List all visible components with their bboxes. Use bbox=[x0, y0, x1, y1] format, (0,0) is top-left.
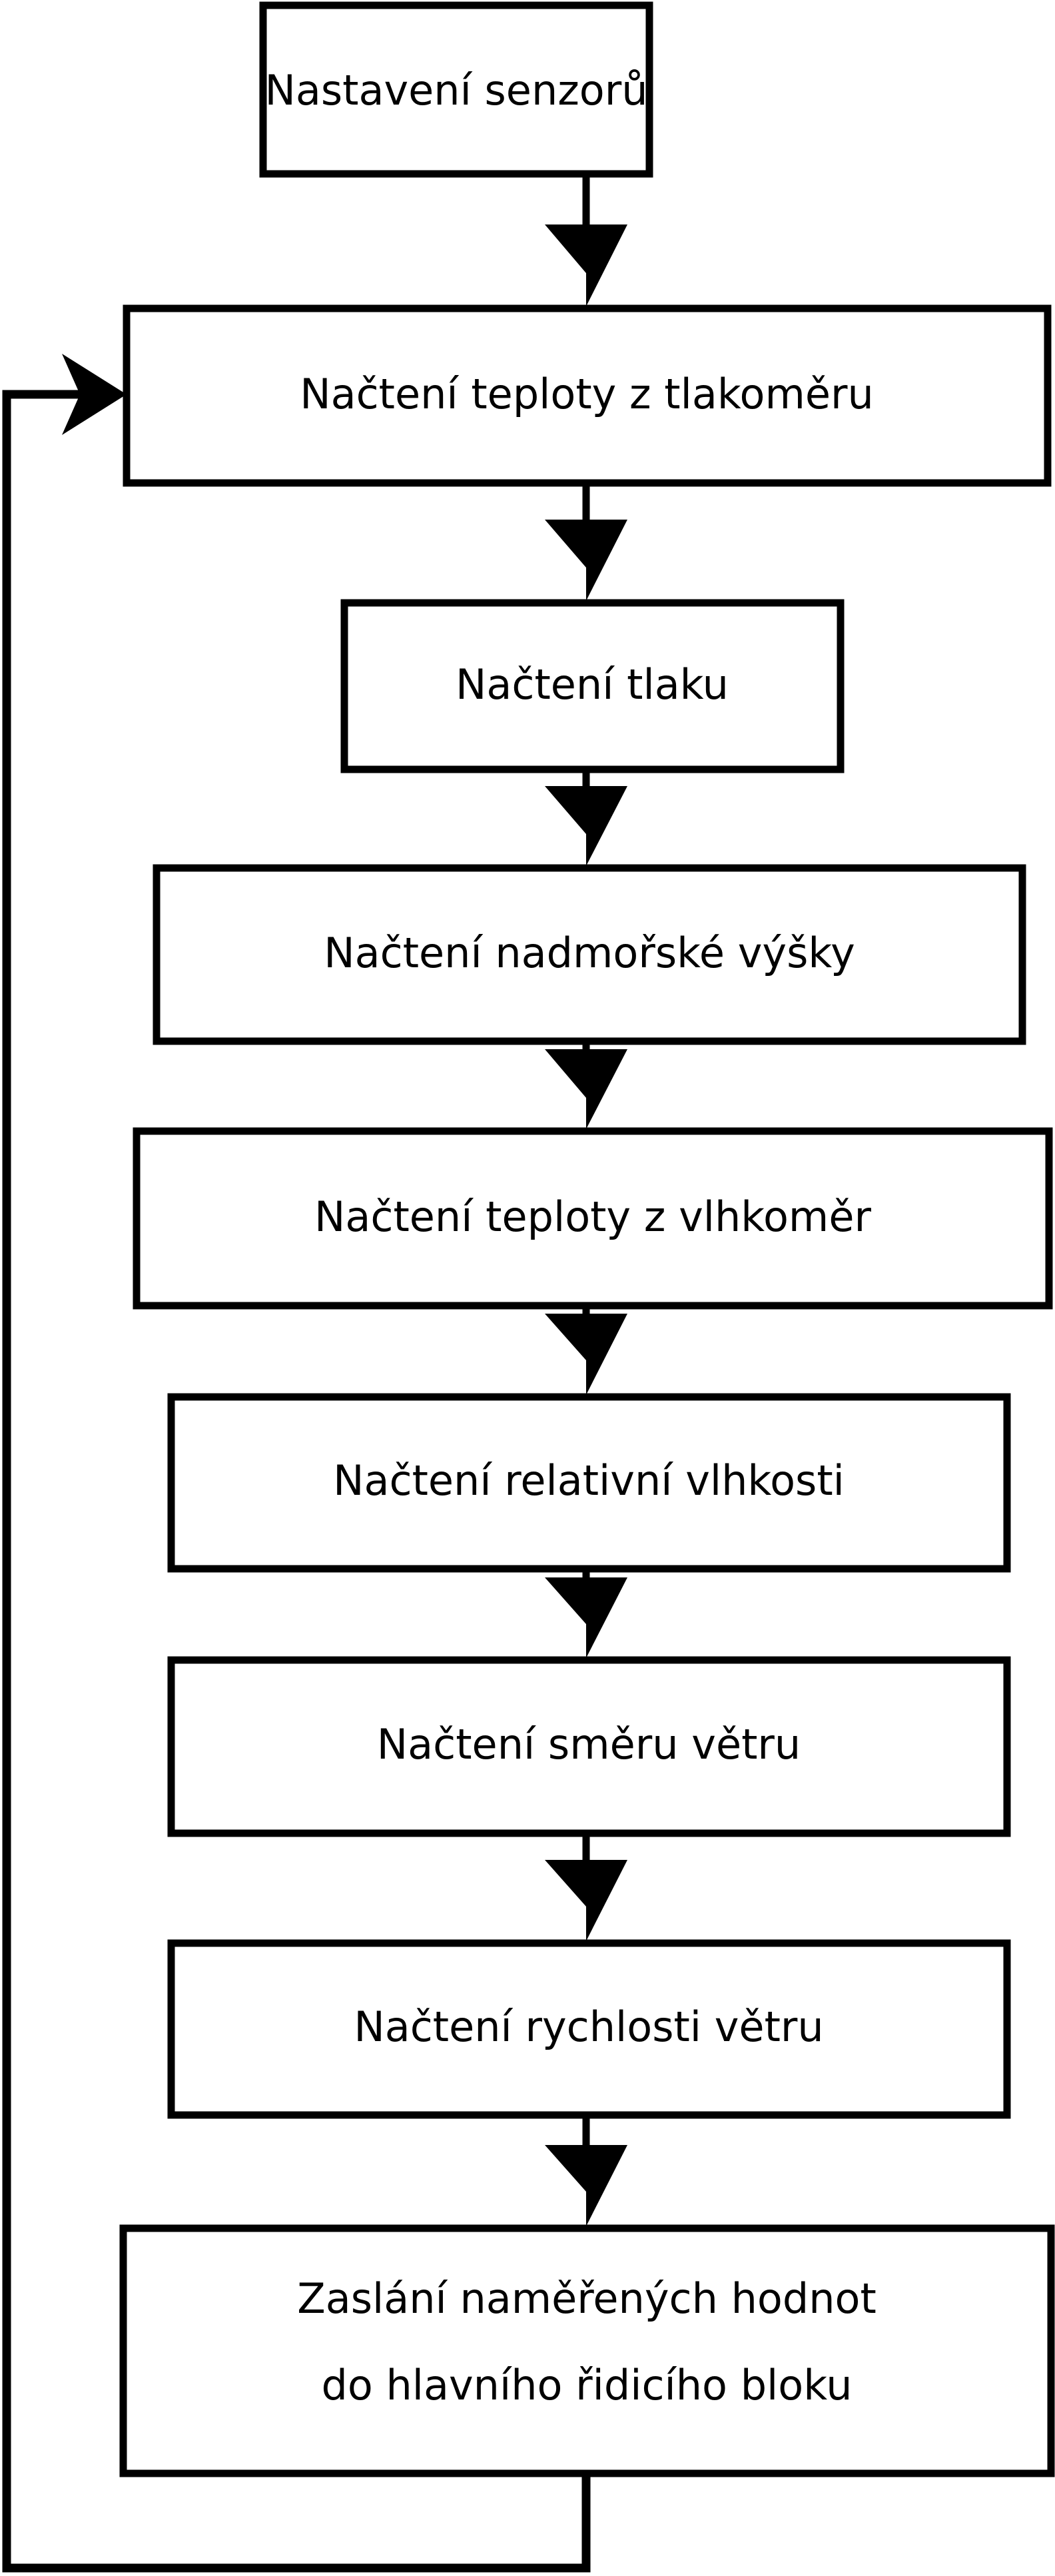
node-8-box[interactable] bbox=[167, 1939, 1011, 2119]
node-8-label: Načtení rychlosti větru bbox=[354, 2002, 823, 2051]
node-7-box[interactable] bbox=[167, 1656, 1011, 1837]
edge-1-2-arrowhead bbox=[545, 224, 627, 306]
node-zaslani-namerenych-hodnot[interactable]: Zaslání naměřených hodnot do hlavního ři… bbox=[119, 2224, 1055, 2477]
node-1-label: Nastavení senzorů bbox=[264, 66, 647, 115]
node-6-box[interactable] bbox=[167, 1393, 1011, 1573]
edge-3-4-arrowhead bbox=[545, 786, 627, 866]
node-2-label: Načtení teploty z tlakoměru bbox=[300, 370, 874, 418]
edge-8-9-arrowhead bbox=[545, 2145, 627, 2226]
feedback-loop-arrowhead bbox=[62, 354, 127, 435]
edge-feedback-loop bbox=[2, 354, 591, 2573]
node-4-label: Načtení nadmořské výšky bbox=[324, 929, 855, 977]
node-6-label: Načtení relativní vlhkosti bbox=[333, 1456, 845, 1505]
node-nacteni-nadmorske-vysky[interactable]: Načtení nadmořské výšky bbox=[153, 864, 1026, 1045]
node-3-label: Načtení tlaku bbox=[456, 660, 729, 709]
node-nacteni-rychlosti-vetru[interactable]: Načtení rychlosti větru bbox=[167, 1939, 1011, 2119]
edge-7-8-arrowhead bbox=[545, 1860, 627, 1941]
node-2-box[interactable] bbox=[123, 304, 1052, 487]
edge-2-3-arrowhead bbox=[545, 520, 627, 601]
edge-4-5-arrowhead bbox=[545, 1049, 627, 1129]
edge-4-5 bbox=[545, 1045, 627, 1129]
node-9-box[interactable] bbox=[119, 2224, 1055, 2477]
edge-5-6-arrowhead bbox=[545, 1314, 627, 1395]
node-nacteni-smeru-vetru[interactable]: Načtení směru větru bbox=[167, 1656, 1011, 1837]
node-nacteni-tlaku[interactable]: Načtení tlaku bbox=[340, 599, 845, 773]
node-nastaveni-senzoru[interactable]: Nastavení senzorů bbox=[259, 1, 653, 178]
edge-3-4 bbox=[545, 773, 627, 866]
node-1-box[interactable] bbox=[259, 1, 653, 178]
node-7-label: Načtení směru větru bbox=[377, 1720, 801, 1769]
edge-1-2 bbox=[545, 177, 627, 306]
feedback-loop-path bbox=[2, 390, 591, 2573]
edge-6-7-arrowhead bbox=[545, 1577, 627, 1658]
node-nacteni-teploty-z-vlhkomer[interactable]: Načtení teploty z vlhkoměr bbox=[133, 1127, 1053, 1310]
node-5-label: Načtení teploty z vlhkoměr bbox=[314, 1192, 871, 1241]
edge-8-9 bbox=[545, 2118, 627, 2226]
edge-6-7 bbox=[545, 1572, 627, 1658]
node-nacteni-relativni-vlhkosti[interactable]: Načtení relativní vlhkosti bbox=[167, 1393, 1011, 1573]
node-4-box[interactable] bbox=[153, 864, 1026, 1045]
node-5-box[interactable] bbox=[133, 1127, 1053, 1310]
node-3-box[interactable] bbox=[340, 599, 845, 773]
edge-2-3 bbox=[545, 486, 627, 601]
edge-7-8 bbox=[545, 1837, 627, 1941]
node-nacteni-teploty-z-tlakomeru[interactable]: Načtení teploty z tlakoměru bbox=[123, 304, 1052, 487]
edge-5-6 bbox=[545, 1309, 627, 1395]
node-9-label-line-1: Zaslání naměřených hodnot bbox=[297, 2274, 877, 2323]
node-9-label-line-2: do hlavního řidicího bloku bbox=[321, 2361, 852, 2409]
